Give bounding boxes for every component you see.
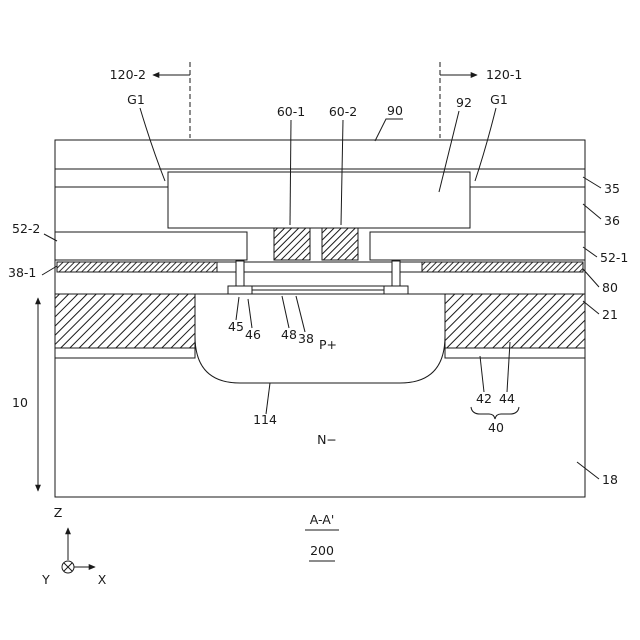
label-48: 48 xyxy=(281,327,297,342)
axis-y-label: Y xyxy=(41,572,50,587)
layer-42-left xyxy=(54,347,196,359)
leader-114 xyxy=(265,382,271,415)
leader-45 xyxy=(235,296,240,321)
label-36: 36 xyxy=(604,213,620,228)
label-92: 92 xyxy=(456,95,472,110)
leader-g1-left xyxy=(139,107,166,182)
leader-80 xyxy=(582,268,600,288)
gate-60-1 xyxy=(273,227,311,261)
axis-x-label: X xyxy=(98,572,107,587)
label-60-1: 60-1 xyxy=(277,104,305,119)
label-46: 46 xyxy=(245,327,261,342)
section-title: A-A' xyxy=(310,512,335,527)
leader-46 xyxy=(247,298,253,329)
leader-48 xyxy=(281,295,290,329)
label-52-1: 52-1 xyxy=(600,250,628,265)
shield-strip-38-1-right xyxy=(421,261,584,273)
leader-lines xyxy=(41,107,602,480)
label-21: 21 xyxy=(602,307,618,322)
leader-92 xyxy=(438,110,460,193)
label-35: 35 xyxy=(604,181,620,196)
leader-38 xyxy=(295,295,306,333)
leader-35 xyxy=(582,176,602,189)
pad-46-left xyxy=(227,285,253,295)
pad-46-right xyxy=(383,285,409,295)
label-g1-left: G1 xyxy=(127,92,145,107)
label-42: 42 xyxy=(476,391,492,406)
label-38: 38 xyxy=(298,331,314,346)
figure-number: 200 xyxy=(310,543,334,558)
contact-45-left xyxy=(235,260,245,287)
electrode-52-2 xyxy=(54,231,248,261)
label-120-2: 120-2 xyxy=(110,67,146,82)
label-10: 10 xyxy=(12,395,28,410)
label-45: 45 xyxy=(228,319,244,334)
leader-36 xyxy=(582,203,602,220)
label-38-1: 38-1 xyxy=(8,265,36,280)
leader-90 xyxy=(374,118,403,142)
leader-60-1 xyxy=(289,119,292,226)
leader-60-2 xyxy=(340,119,344,226)
axis-z-label: Z xyxy=(54,505,63,520)
gate-pad-92 xyxy=(167,171,471,229)
layer-42-right xyxy=(444,347,586,359)
label-52-2: 52-2 xyxy=(12,221,40,236)
leader-21 xyxy=(582,300,600,315)
figure-footer: A-A' 200 xyxy=(305,512,339,562)
gate-60-2 xyxy=(321,227,359,261)
label-n-region: N− xyxy=(317,432,337,447)
leader-18 xyxy=(576,461,600,480)
device-structure xyxy=(54,139,586,498)
label-80: 80 xyxy=(602,280,618,295)
shield-strip-38-1-left xyxy=(56,261,218,273)
layer-44-left xyxy=(54,293,196,349)
axis-indicator: Z Y X xyxy=(41,505,107,587)
label-114: 114 xyxy=(253,412,277,427)
leader-52-1 xyxy=(582,246,598,258)
leader-g1-right xyxy=(474,107,497,182)
label-90: 90 xyxy=(387,103,403,118)
label-18: 18 xyxy=(602,472,618,487)
label-60-2: 60-2 xyxy=(329,104,357,119)
section-markers: 120-2 120-1 xyxy=(110,62,522,138)
brace-40 xyxy=(470,406,520,420)
label-g1-right: G1 xyxy=(490,92,508,107)
leader-44 xyxy=(506,341,511,393)
leader-52-2 xyxy=(43,233,58,242)
layer-44-right xyxy=(444,293,586,349)
label-44: 44 xyxy=(499,391,515,406)
label-p-region: P+ xyxy=(319,337,337,352)
p-well-114 xyxy=(194,294,446,384)
leader-42 xyxy=(479,355,485,393)
axis-y-cross-2 xyxy=(63,562,73,572)
label-40: 40 xyxy=(488,420,504,435)
electrode-52-1 xyxy=(369,231,586,261)
label-120-1: 120-1 xyxy=(486,67,522,82)
leader-38-1 xyxy=(41,265,58,276)
reference-labels: G1 G1 60-1 60-2 90 92 35 36 52-2 52-1 38… xyxy=(8,92,628,487)
contact-45-right xyxy=(391,260,401,287)
